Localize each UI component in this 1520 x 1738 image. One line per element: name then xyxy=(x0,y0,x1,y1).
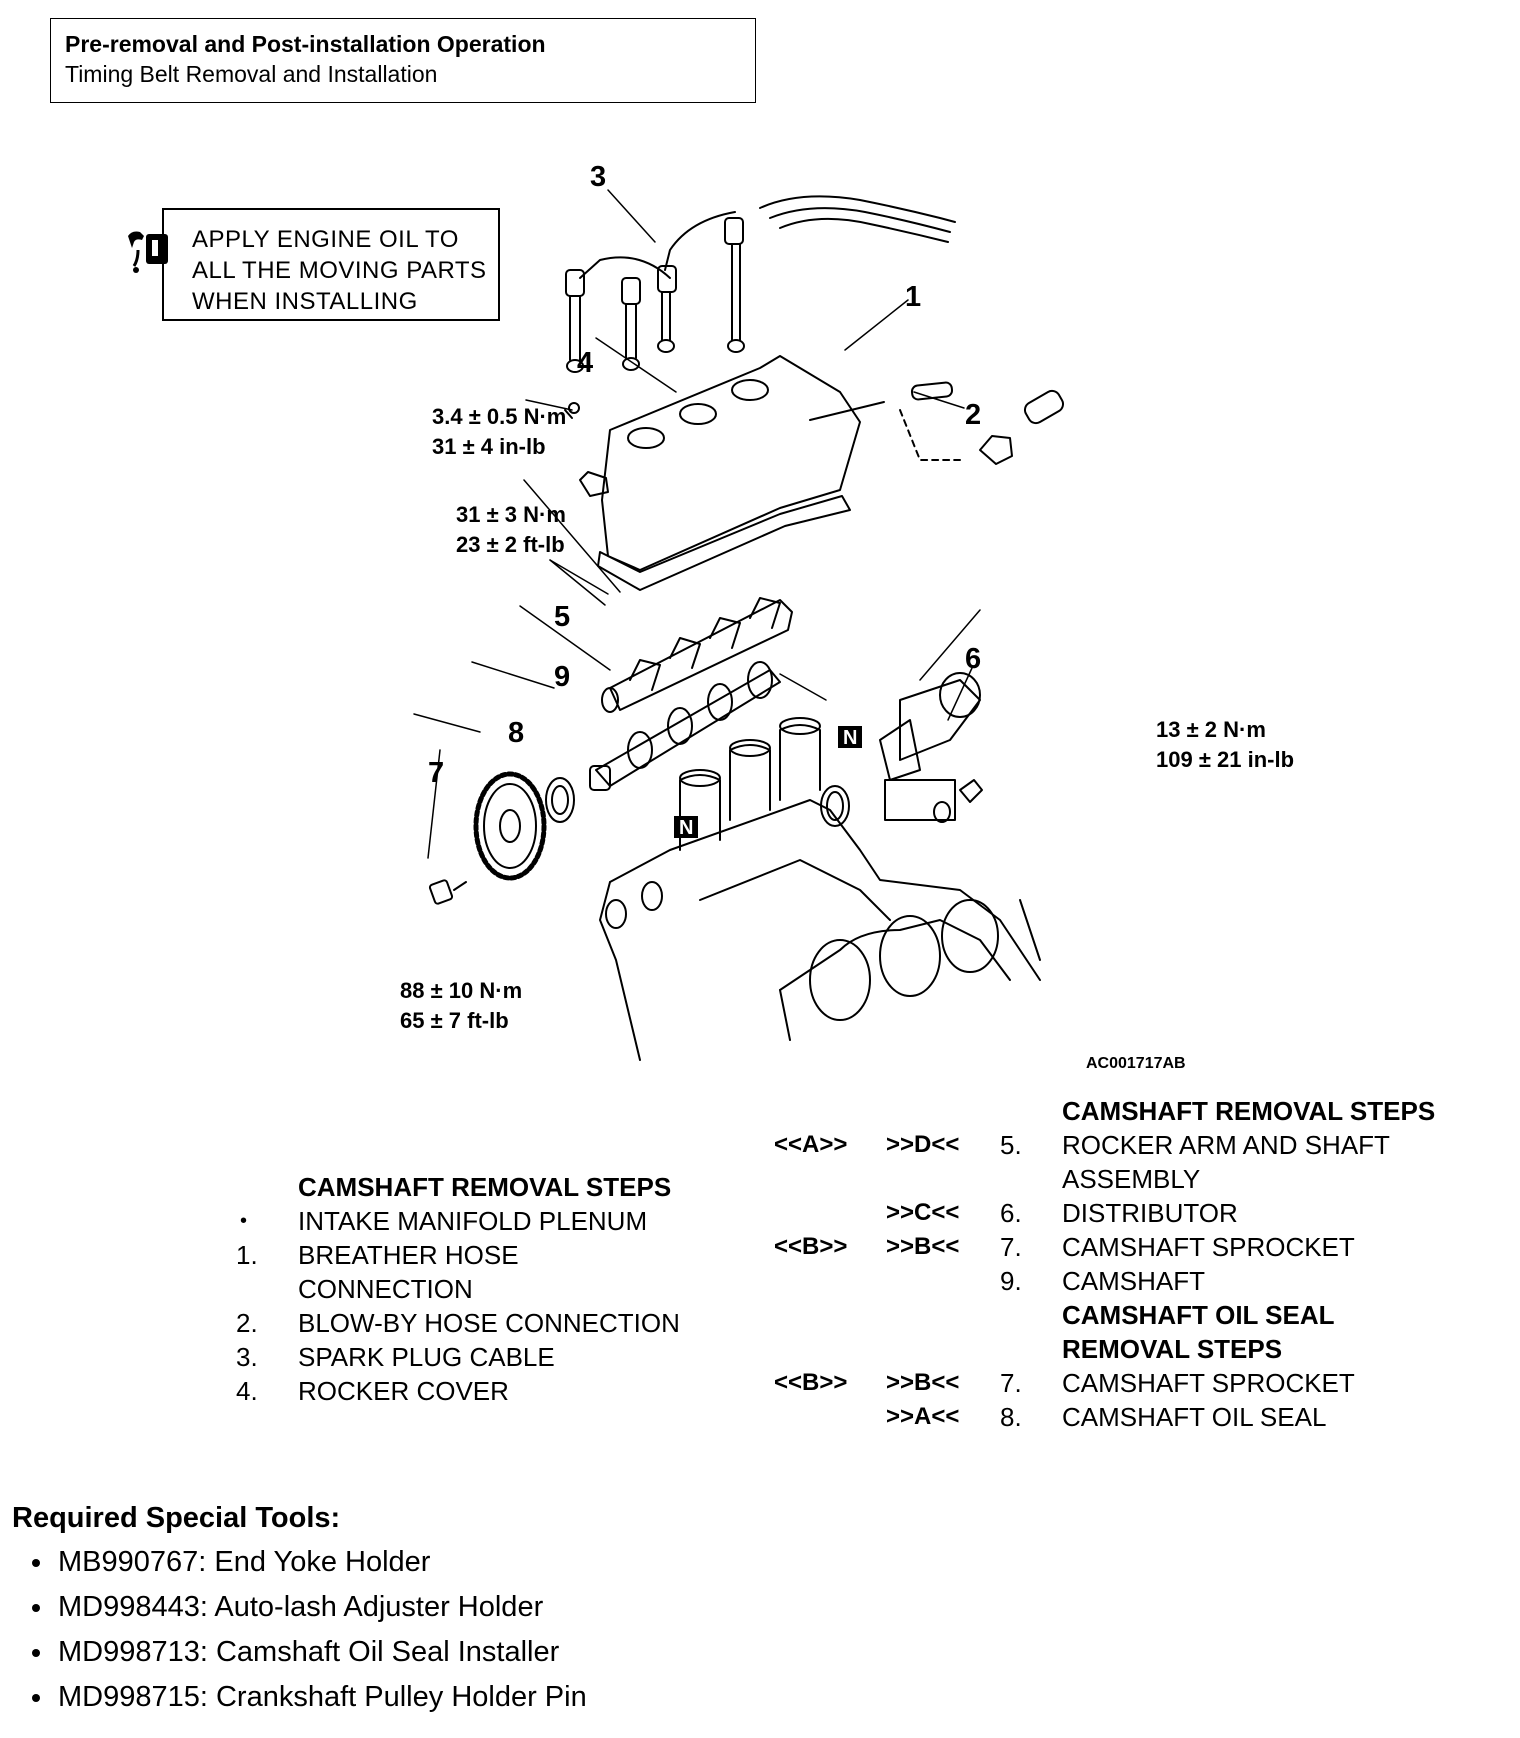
right-step-row: ASSEMBLY xyxy=(0,1162,1520,1196)
tool-item: MD998713: Camshaft Oil Seal Installer xyxy=(26,1630,587,1675)
callout-3: 3 xyxy=(590,161,606,193)
step-mark-install: >>B<< xyxy=(886,1369,960,1396)
step-text: DISTRIBUTOR xyxy=(1062,1198,1238,1228)
tool-item: MD998443: Auto-lash Adjuster Holder xyxy=(26,1585,587,1630)
step-mark-install: >>A<< xyxy=(886,1403,960,1430)
n-badge-text: N xyxy=(843,727,857,749)
right-step-row: >>A<< 8. CAMSHAFT OIL SEAL xyxy=(0,1400,1520,1434)
cylinder-head xyxy=(599,717,1041,1061)
tool-item: MD998715: Crankshaft Pulley Holder Pin xyxy=(26,1675,587,1720)
leader-lines xyxy=(413,189,981,859)
oil-note-box: APPLY ENGINE OIL TO ALL THE MOVING PARTS… xyxy=(162,208,500,321)
callout-2: 2 xyxy=(965,399,981,431)
callout-4: 4 xyxy=(577,347,593,379)
torque-rocker-cover-inlb: 31 ± 4 in-lb xyxy=(432,434,546,459)
step-number: 8. xyxy=(1000,1402,1022,1432)
step-text: CAMSHAFT OIL SEAL xyxy=(1062,1402,1327,1432)
step-number: 9. xyxy=(1000,1266,1022,1296)
step-text: ROCKER COVER xyxy=(298,1376,509,1406)
step-mark-removal: <<B>> xyxy=(774,1233,848,1260)
oil-note-line: APPLY ENGINE OIL TO xyxy=(192,226,459,253)
step-mark-removal: <<A>> xyxy=(774,1131,848,1158)
tools-title: Required Special Tools: xyxy=(12,1502,341,1534)
step-number: 6. xyxy=(1000,1198,1022,1228)
step-number: 4. xyxy=(236,1376,258,1406)
step-number: 2. xyxy=(236,1308,258,1338)
right-step-row: <<B>> >>B<< 7. CAMSHAFT SPROCKET xyxy=(0,1230,1520,1264)
torque-rocker-cover-nm: 3.4 ± 0.5 N·m xyxy=(432,404,566,429)
right-step-row: <<A>> >>D<< 5. ROCKER ARM AND SHAFT xyxy=(0,1128,1520,1162)
callout-1: 1 xyxy=(905,281,921,313)
step-mark-install: >>C<< xyxy=(886,1199,960,1226)
reference-title: Pre-removal and Post-installation Operat… xyxy=(65,31,546,57)
n-badge-text: N xyxy=(679,817,693,839)
torque-sprocket-nm: 88 ± 10 N·m xyxy=(400,978,522,1003)
step-text: CONNECTION xyxy=(298,1274,473,1304)
hoses xyxy=(809,381,1065,465)
seal-steps-heading: REMOVAL STEPS xyxy=(1062,1334,1283,1364)
right-steps-heading: CAMSHAFT REMOVAL STEPS xyxy=(1062,1096,1436,1126)
oil-note-line: WHEN INSTALLING xyxy=(192,288,418,315)
step-number: 3. xyxy=(236,1342,258,1372)
callout-5: 5 xyxy=(554,601,570,633)
step-number: 7. xyxy=(1000,1232,1022,1262)
step-text: CAMSHAFT xyxy=(1062,1266,1205,1296)
right-step-row: >>C<< 6. DISTRIBUTOR xyxy=(0,1196,1520,1230)
left-step-row: 4. ROCKER COVER xyxy=(0,1374,720,1408)
callout-6: 6 xyxy=(965,643,981,675)
callout-8: 8 xyxy=(508,717,524,749)
oil-seal xyxy=(545,777,575,823)
step-text: CAMSHAFT SPROCKET xyxy=(1062,1368,1355,1398)
figure-id: AC001717AB xyxy=(1086,1055,1186,1072)
left-steps-heading: CAMSHAFT REMOVAL STEPS xyxy=(298,1172,672,1202)
left-step-row: 2. BLOW-BY HOSE CONNECTION xyxy=(0,1306,720,1340)
camshaft-sprocket xyxy=(428,771,547,905)
n-badge: N xyxy=(674,816,698,839)
rocker-arm-shaft xyxy=(601,597,793,713)
torque-distributor-inlb: 109 ± 21 in-lb xyxy=(1156,747,1294,772)
step-text: BLOW-BY HOSE CONNECTION xyxy=(298,1308,680,1338)
tool-item: MB990767: End Yoke Holder xyxy=(26,1540,587,1585)
left-step-row: 1. BREATHER HOSE xyxy=(0,1238,720,1272)
step-number: 5. xyxy=(1000,1130,1022,1160)
step-text: ROCKER ARM AND SHAFT xyxy=(1062,1130,1390,1160)
callout-7: 7 xyxy=(428,757,444,789)
right-step-row: <<B>> >>B<< 7. CAMSHAFT SPROCKET xyxy=(0,1366,1520,1400)
step-mark-install: >>D<< xyxy=(886,1131,960,1158)
seal-steps-heading: CAMSHAFT OIL SEAL xyxy=(1062,1300,1335,1330)
step-text: INTAKE MANIFOLD PLENUM xyxy=(298,1206,648,1236)
n-badge: N xyxy=(838,726,862,749)
left-step-row: • INTAKE MANIFOLD PLENUM xyxy=(0,1204,720,1238)
distributor xyxy=(820,672,983,827)
torque-distributor-nm: 13 ± 2 N·m xyxy=(1156,717,1266,742)
left-step-row: CONNECTION xyxy=(0,1272,720,1306)
tools-list: MB990767: End Yoke Holder MD998443: Auto… xyxy=(26,1540,587,1720)
torque-rocker-shaft-nm: 31 ± 3 N·m xyxy=(456,502,566,527)
rocker-cover xyxy=(564,355,861,591)
reference-box: Pre-removal and Post-installation Operat… xyxy=(50,18,756,103)
spark-plug-cables xyxy=(565,195,956,373)
oil-note-line: ALL THE MOVING PARTS xyxy=(192,257,487,284)
reference-subtitle: Timing Belt Removal and Installation xyxy=(65,61,438,87)
exploded-diagram: 3 1 2 4 5 6 7 8 9 N N 3.4 ± 0.5 N·m 31 ±… xyxy=(400,161,1294,1072)
step-bullet: • xyxy=(240,1210,248,1232)
step-number: 7. xyxy=(1000,1368,1022,1398)
step-mark-install: >>B<< xyxy=(886,1233,960,1260)
torque-rocker-shaft-ftlb: 23 ± 2 ft-lb xyxy=(456,532,565,557)
step-text: SPARK PLUG CABLE xyxy=(298,1342,555,1372)
step-number: 1. xyxy=(236,1240,258,1270)
camshaft xyxy=(589,661,781,791)
step-mark-removal: <<B>> xyxy=(774,1369,848,1396)
step-text: ASSEMBLY xyxy=(1062,1164,1201,1194)
step-text: CAMSHAFT SPROCKET xyxy=(1062,1232,1355,1262)
torque-sprocket-ftlb: 65 ± 7 ft-lb xyxy=(400,1008,509,1033)
step-text: BREATHER HOSE xyxy=(298,1240,519,1270)
right-step-row: 9. CAMSHAFT xyxy=(0,1264,1520,1298)
callout-9: 9 xyxy=(554,661,570,693)
left-step-row: 3. SPARK PLUG CABLE xyxy=(0,1340,720,1374)
